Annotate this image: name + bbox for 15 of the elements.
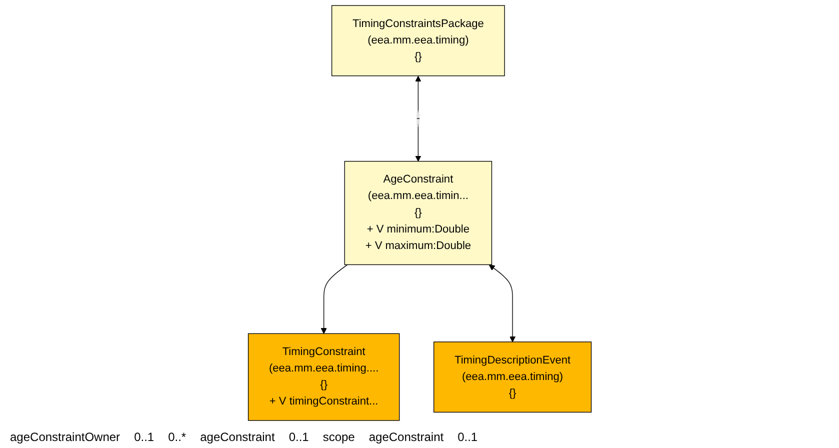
label-text: ageConstraintOwner (10, 430, 120, 444)
node-box: AgeConstraint (eea.mm.eea.timin... {} + V minimum:Double + V maximum:Double (344, 160, 492, 266)
node-box: TimingConstraintsPackage (eea.mm.eea.timing) {} (331, 5, 505, 76)
arrow (488, 264, 516, 342)
label-text: ageConstraint (368, 430, 444, 444)
label-text: 0..1 (134, 430, 154, 444)
label-text: ageConstraint (200, 430, 275, 444)
node-box: TimingDescriptionEvent (eea.mm.eea.timing) {} (433, 342, 592, 413)
label-text: 0..1 (288, 430, 309, 444)
label-text: scope (322, 430, 355, 444)
label-text: 0..1 (458, 430, 478, 444)
label-text: 0..* (168, 430, 186, 444)
arrow (320, 264, 348, 334)
node-box: TimingConstraint (eea.mm.eea.timing.... {} + V timingConstraint... (248, 333, 400, 421)
edge-label: - (416, 112, 420, 124)
